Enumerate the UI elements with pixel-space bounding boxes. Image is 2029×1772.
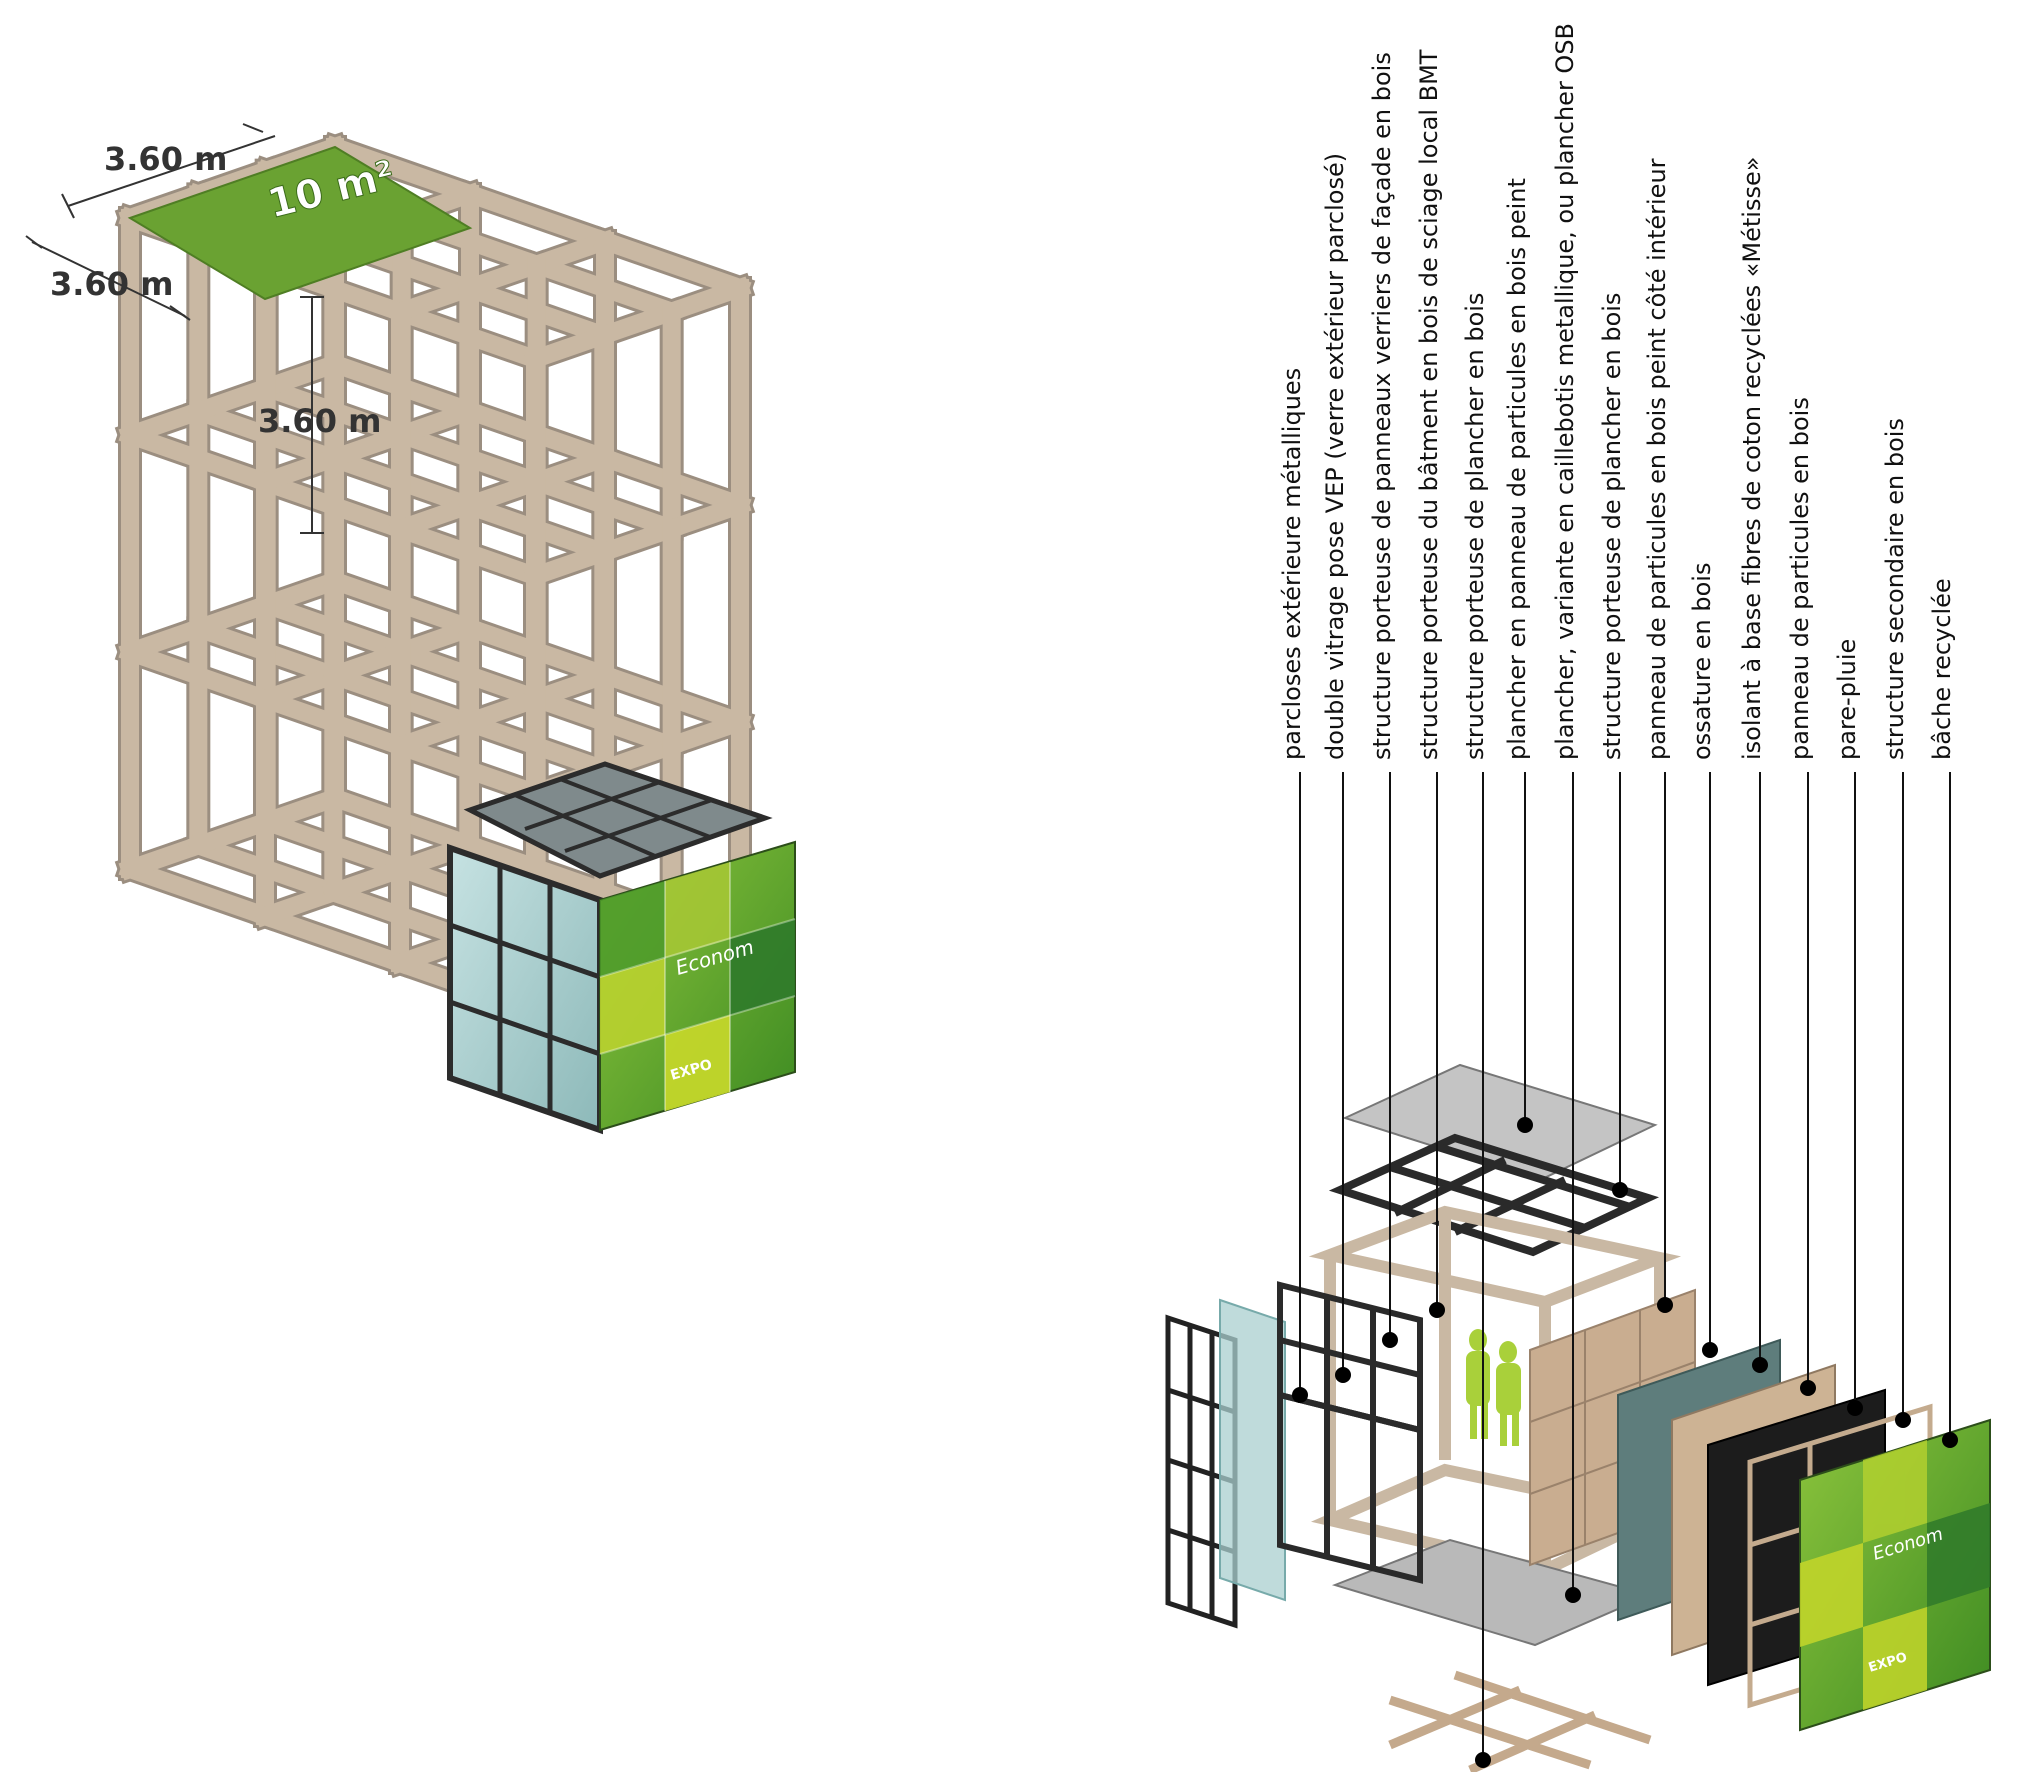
wooden-frame-structure — [114, 131, 756, 1026]
exploded-ground-beams — [1388, 1670, 1652, 1772]
highlighted-module: Econom EXPO — [447, 761, 796, 1135]
human-silhouettes — [1466, 1329, 1521, 1446]
legend-dot-2 — [1335, 1367, 1351, 1383]
legend-dot-13 — [1847, 1400, 1863, 1416]
legend-label-9: panneau de particules en bois peint côté… — [1643, 158, 1671, 760]
legend-dot-12 — [1800, 1380, 1816, 1396]
height-dimension-label: 3.60 m — [258, 402, 381, 440]
legend-label-11: isolant à base fibres de coton recyclées… — [1738, 157, 1766, 760]
legend-dot-5 — [1475, 1752, 1491, 1768]
legend-dot-9 — [1657, 1297, 1673, 1313]
tarpaulin-tiles — [600, 862, 795, 1111]
legend-dot-3 — [1382, 1332, 1398, 1348]
legend-label-8: structure porteuse de plancher en bois — [1598, 293, 1626, 760]
legend-label-10: ossature en bois — [1688, 563, 1716, 760]
legend-label-14: structure secondaire en bois — [1881, 418, 1909, 760]
legend-label-6: plancher en panneau de particules en boi… — [1503, 178, 1531, 760]
component-legend: parcloses extérieure métalliques double v… — [1278, 23, 1958, 1768]
legend-label-2: double vitrage pose VEP (verre extérieur… — [1321, 153, 1349, 760]
exploded-floor-frame — [1328, 1133, 1660, 1257]
width-dimension-label: 3.60 m — [104, 140, 227, 178]
legend-label-7: plancher, variante en caillebotis metall… — [1551, 23, 1579, 760]
module-glass-facade — [447, 843, 603, 1135]
legend-label-4: structure porteuse du bâtment en bois de… — [1415, 49, 1443, 760]
legend-label-1: parcloses extérieure métalliques — [1278, 368, 1306, 760]
exploded-glazing-frame — [1277, 1281, 1423, 1584]
legend-dot-10 — [1702, 1342, 1718, 1358]
exploded-bottom-floor — [1331, 1538, 1653, 1647]
exploded-double-glazing — [1219, 1298, 1286, 1602]
depth-dimension-label: 3.60 m — [50, 265, 173, 303]
legend-dot-7 — [1565, 1587, 1581, 1603]
legend-label-13: pare-pluie — [1833, 639, 1861, 760]
legend-dot-1 — [1292, 1387, 1308, 1403]
legend-dot-4 — [1429, 1302, 1445, 1318]
legend-label-15: bâche recyclée — [1928, 578, 1956, 760]
legend-dot-14 — [1895, 1412, 1911, 1428]
top-floor-cell — [127, 145, 473, 301]
legend-dot-11 — [1752, 1357, 1768, 1373]
dimension-lines — [25, 123, 324, 534]
legend-dot-6 — [1517, 1117, 1533, 1133]
legend-dot-15 — [1942, 1432, 1958, 1448]
legend-label-12: panneau de particules en bois — [1786, 397, 1814, 760]
legend-label-3: structure porteuse de panneaux verriers … — [1368, 52, 1396, 760]
legend-label-5: structure porteuse de plancher en bois — [1461, 293, 1489, 760]
legend-dot-8 — [1612, 1182, 1628, 1198]
exploded-assembly-view: Econom EXPO — [1165, 1063, 1991, 1772]
